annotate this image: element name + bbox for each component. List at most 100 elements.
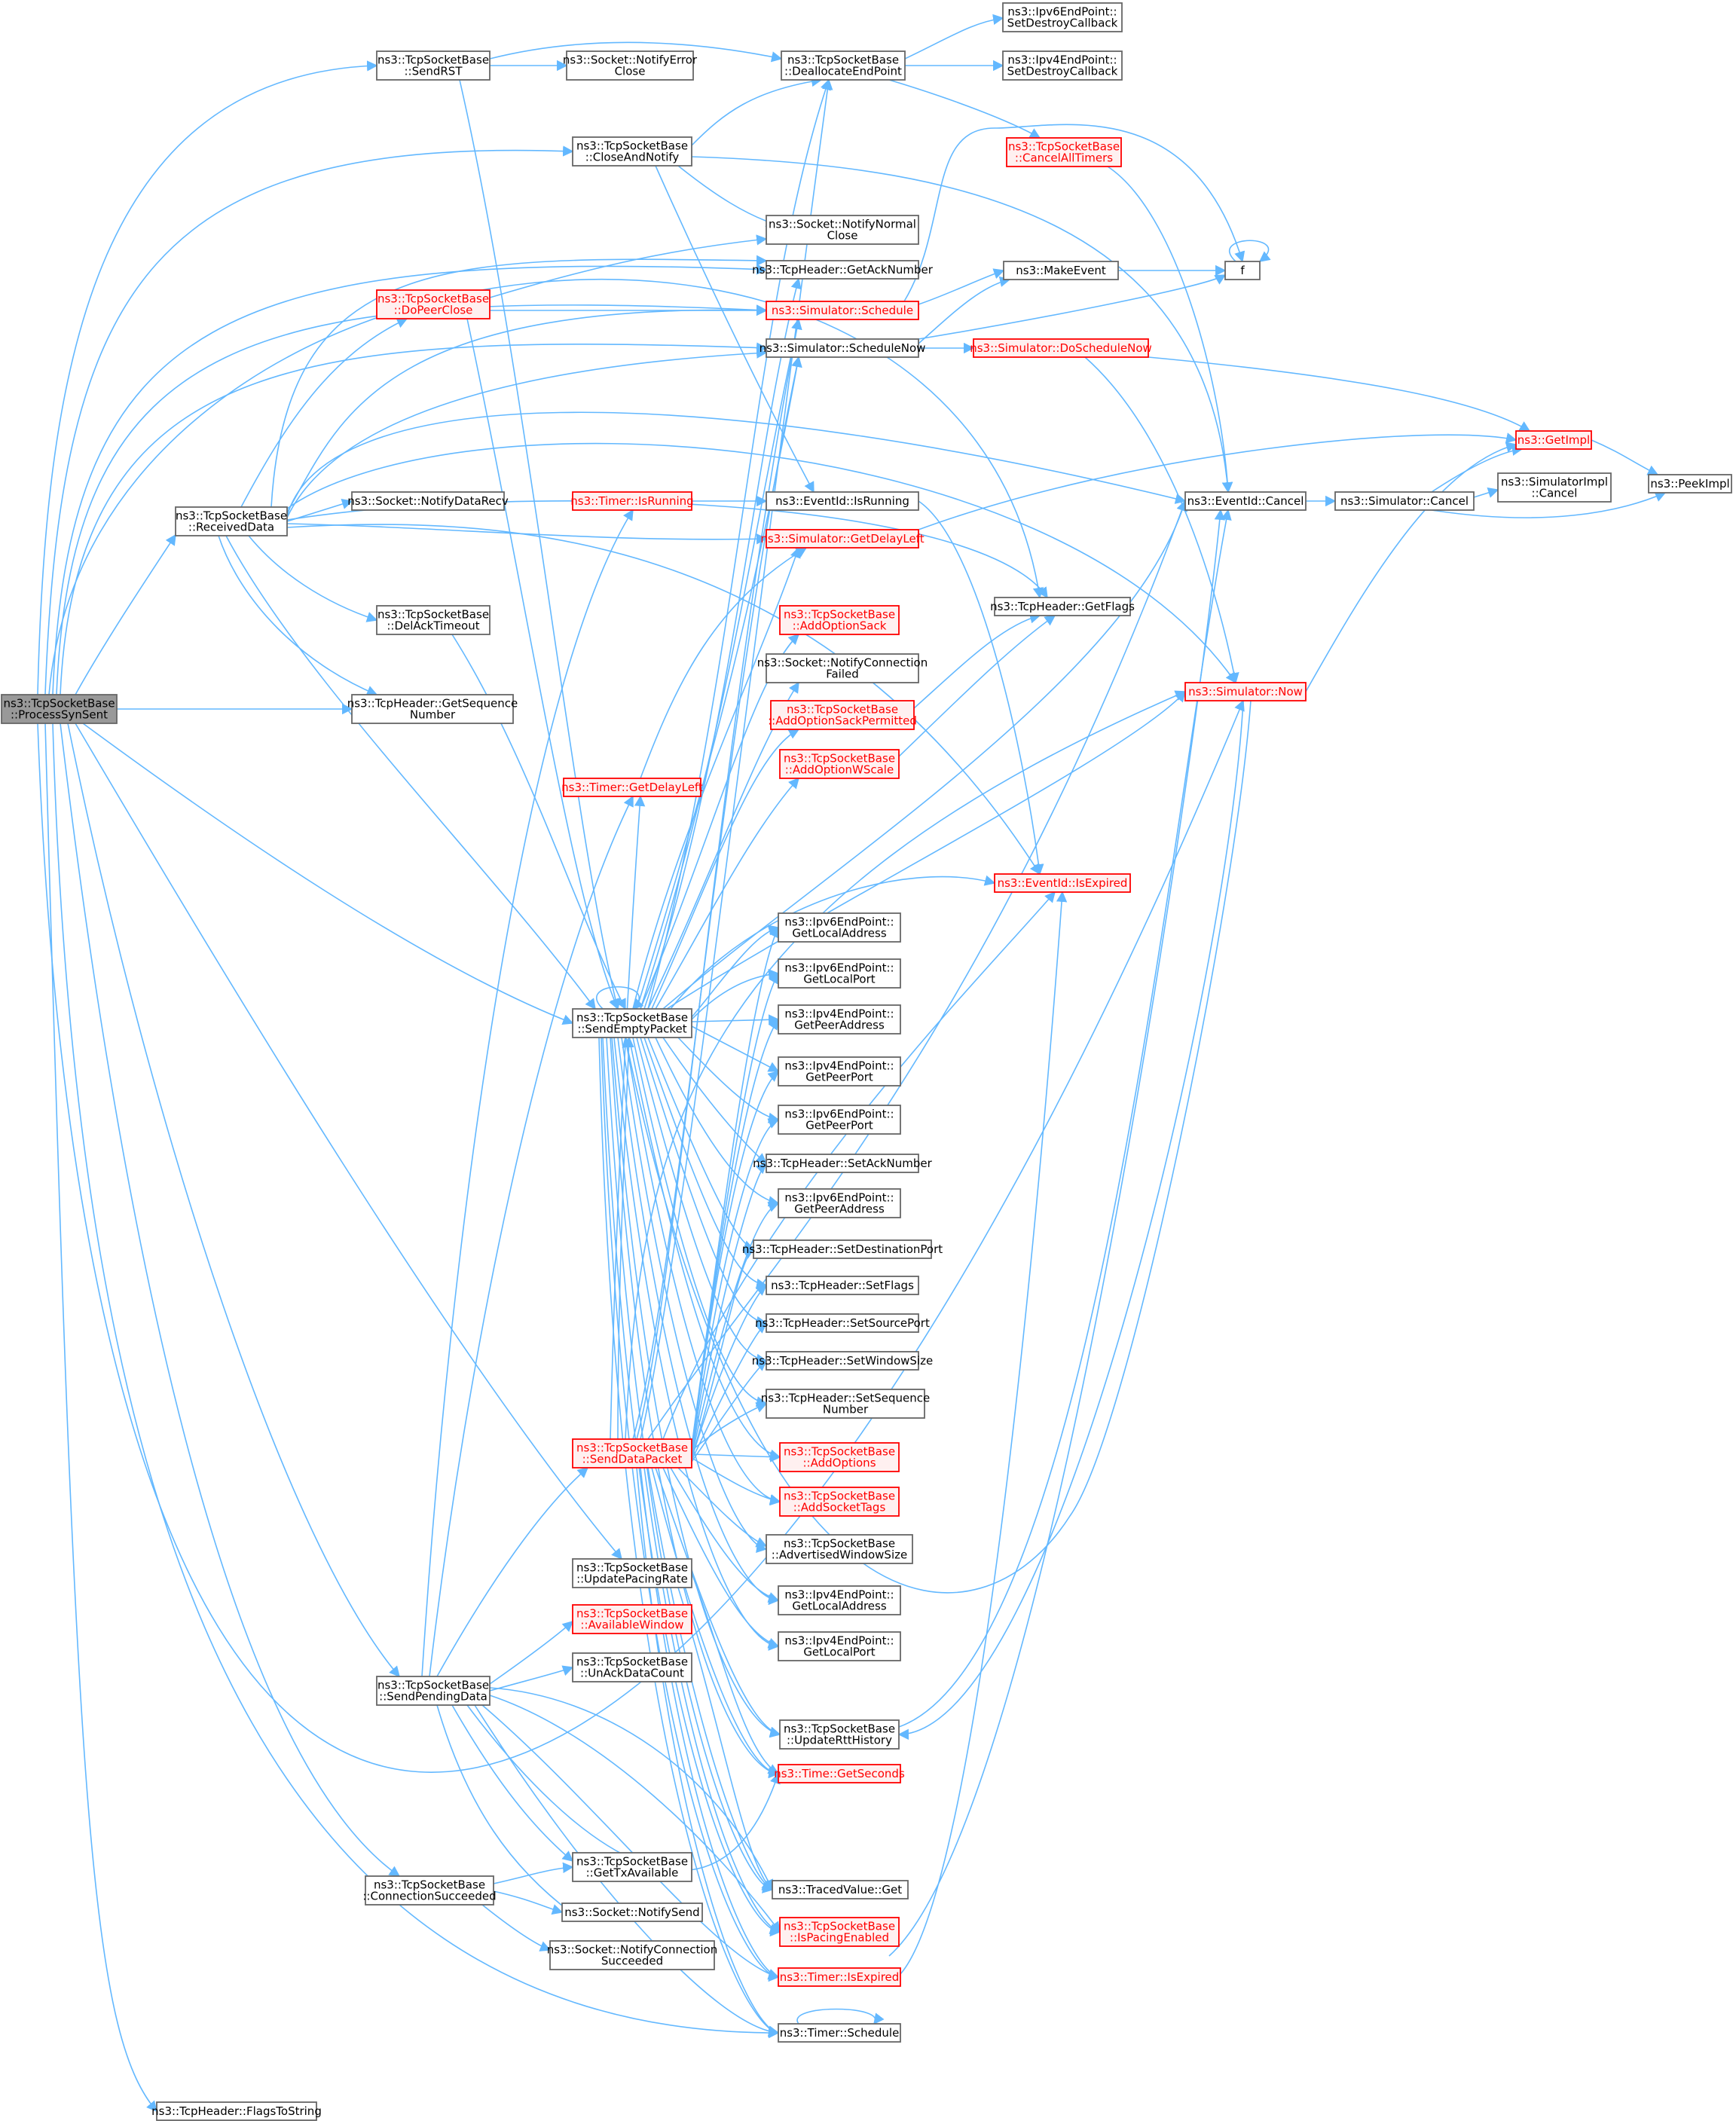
- node-label: ns3::Simulator::DoScheduleNow: [970, 341, 1152, 355]
- node-f[interactable]: f: [1224, 261, 1261, 280]
- node-sic[interactable]: ns3::SimulatorImpl::Cancel: [1497, 472, 1612, 503]
- node-i4sdc[interactable]: ns3::Ipv4EndPoint::SetDestroyCallback: [1002, 50, 1123, 81]
- node-ipe[interactable]: ns3::TcpSocketBase::IsPacingEnabled: [779, 1917, 900, 1947]
- node-scan[interactable]: ns3::Simulator::Cancel: [1334, 491, 1475, 511]
- node-gan[interactable]: ns3::TcpHeader::GetAckNumber: [752, 260, 934, 280]
- node-ast[interactable]: ns3::TcpSocketBase::AddSocketTags: [779, 1487, 900, 1517]
- node-box: [779, 1719, 900, 1750]
- edge-snow-to-gimpl: [1305, 442, 1517, 692]
- node-tgs[interactable]: ns3::Time::GetSeconds: [774, 1764, 905, 1783]
- node-uadc[interactable]: ns3::TcpSocketBase::UnAckDataCount: [572, 1652, 692, 1682]
- node-sdp[interactable]: ns3::TcpHeader::SetDestinationPort: [742, 1239, 943, 1259]
- node-label: ns3::Simulator::Cancel: [1340, 494, 1469, 508]
- node-tie[interactable]: ns3::Timer::IsExpired: [778, 1967, 901, 1987]
- node-i4gpa[interactable]: ns3::Ipv4EndPoint::GetPeerAddress: [778, 1004, 901, 1035]
- node-tgdl[interactable]: ns3::Timer::GetDelayLeft: [561, 778, 703, 797]
- node-pimpl[interactable]: ns3::PeekImpl: [1648, 474, 1732, 494]
- node-nsnd[interactable]: ns3::Socket::NotifySend: [561, 1902, 703, 1922]
- edge-sdpk-to-sfl: [691, 1285, 768, 1459]
- node-san[interactable]: ns3::TcpHeader::SetAckNumber: [753, 1154, 933, 1173]
- node-label: ns3::TcpHeader::SetSourcePort: [755, 1316, 930, 1330]
- node-ssch[interactable]: ns3::Simulator::Schedule: [766, 301, 919, 320]
- node-tir[interactable]: ns3::Timer::IsRunning: [570, 491, 694, 511]
- node-i6sdc[interactable]: ns3::Ipv6EndPoint::SetDestroyCallback: [1002, 2, 1123, 32]
- node-dep[interactable]: ns3::TcpSocketBase::DeallocateEndPoint: [781, 50, 906, 81]
- node-aow[interactable]: ns3::TcpSocketBase::AddOptionWScale: [779, 749, 900, 779]
- node-spd[interactable]: ns3::TcpSocketBase::SendPendingData: [376, 1676, 491, 1706]
- edge-gimpl-to-pimpl: [1591, 439, 1659, 475]
- node-dpc[interactable]: ns3::TcpSocketBase::DoPeerClose: [376, 289, 491, 319]
- node-snow[interactable]: ns3::Simulator::Now: [1184, 682, 1307, 701]
- node-eie[interactable]: ns3::EventId::IsExpired: [994, 873, 1131, 893]
- node-srst[interactable]: ns3::TcpSocketBase::SendRST: [376, 50, 491, 81]
- node-aosp[interactable]: ns3::TcpSocketBase::AddOptionSackPermitt…: [768, 700, 917, 730]
- node-i4gpp[interactable]: ns3::Ipv4EndPoint::GetPeerPort: [778, 1056, 901, 1086]
- node-label: GetPeerPort: [805, 1119, 873, 1132]
- edge-sdpk-to-tie: [640, 1467, 780, 1979]
- node-tvg[interactable]: ns3::TracedValue::Get: [772, 1880, 909, 1899]
- node-gfl[interactable]: ns3::TcpHeader::GetFlags: [990, 597, 1135, 616]
- node-sep[interactable]: ns3::TcpSocketBase::SendEmptyPacket: [572, 1008, 692, 1038]
- node-aopt[interactable]: ns3::TcpSocketBase::AddOptions: [779, 1442, 900, 1472]
- node-box: [561, 1902, 703, 1922]
- edge-pss-to-upr: [75, 723, 622, 1560]
- node-label: ::UpdatePacingRate: [576, 1572, 688, 1586]
- node-upr[interactable]: ns3::TcpSocketBase::UpdatePacingRate: [572, 1558, 692, 1588]
- node-ssp[interactable]: ns3::TcpHeader::SetSourcePort: [755, 1313, 930, 1333]
- node-csu[interactable]: ns3::TcpSocketBase::ConnectionSucceeded: [362, 1875, 497, 1906]
- node-ndr[interactable]: ns3::Socket::NotifyDataRecv: [347, 491, 509, 511]
- node-box: [1648, 474, 1732, 494]
- node-rd[interactable]: ns3::TcpSocketBase::ReceivedData: [175, 506, 288, 536]
- node-mke[interactable]: ns3::MakeEvent: [1003, 261, 1119, 280]
- node-sgdl[interactable]: ns3::Simulator::GetDelayLeft: [760, 529, 925, 549]
- node-sws[interactable]: ns3::TcpHeader::SetWindowSize: [752, 1351, 933, 1371]
- node-sfl[interactable]: ns3::TcpHeader::SetFlags: [766, 1276, 919, 1295]
- node-i4glp[interactable]: ns3::Ipv4EndPoint::GetLocalPort: [778, 1631, 901, 1661]
- node-box: [563, 778, 701, 797]
- node-can[interactable]: ns3::TcpSocketBase::CloseAndNotify: [572, 136, 692, 167]
- node-box: [572, 1558, 692, 1588]
- node-sdpk[interactable]: ns3::TcpSocketBase::SendDataPacket: [572, 1438, 692, 1469]
- node-aws[interactable]: ns3::TcpSocketBase::AdvertisedWindowSize: [766, 1534, 913, 1564]
- node-label: ns3::TcpSocketBase: [377, 1679, 489, 1692]
- edge-cat-to-ec: [1107, 166, 1233, 494]
- node-ssn[interactable]: ns3::Simulator::ScheduleNow: [760, 338, 926, 358]
- edge-sep-to-aow: [655, 777, 799, 1010]
- edge-spd-to-ipe: [489, 1695, 781, 1933]
- node-gtxa[interactable]: ns3::TcpSocketBase::GetTxAvailable: [572, 1852, 692, 1882]
- edge-sep-to-ssp: [640, 1037, 768, 1328]
- node-box: [766, 338, 919, 358]
- node-i6gpp[interactable]: ns3::Ipv6EndPoint::GetPeerPort: [778, 1105, 901, 1135]
- edge-sdpk-to-i4gpp: [691, 1071, 780, 1452]
- edge-sep-to-snow: [666, 690, 1186, 1010]
- node-i6glp[interactable]: ns3::Ipv6EndPoint::GetLocalPort: [778, 958, 901, 989]
- node-avw[interactable]: ns3::TcpSocketBase::AvailableWindow: [572, 1604, 692, 1634]
- node-i6gla[interactable]: ns3::Ipv6EndPoint::GetLocalAddress: [778, 912, 901, 943]
- node-eir[interactable]: ns3::EventId::IsRunning: [766, 491, 919, 511]
- edge-sdpk-to-tgdl: [610, 795, 646, 1440]
- node-dat[interactable]: ns3::TcpSocketBase::DelAckTimeout: [376, 605, 491, 635]
- node-tsch[interactable]: ns3::Timer::Schedule: [778, 2023, 901, 2043]
- node-i4gla[interactable]: ns3::Ipv4EndPoint::GetLocalAddress: [778, 1585, 901, 1615]
- node-box: [766, 215, 919, 245]
- node-urh[interactable]: ns3::TcpSocketBase::UpdateRttHistory: [779, 1719, 900, 1750]
- node-aos[interactable]: ns3::TcpSocketBase::AddOptionSack: [779, 605, 900, 635]
- node-pss[interactable]: ns3::TcpSocketBase::ProcessSynSent: [1, 694, 118, 724]
- node-dsn[interactable]: ns3::Simulator::DoScheduleNow: [970, 338, 1152, 358]
- node-label: Close: [827, 229, 858, 243]
- node-fts[interactable]: ns3::TcpHeader::FlagsToString: [151, 2101, 322, 2121]
- edge-sdpk-to-urh: [655, 1467, 781, 1737]
- node-label: ::DeallocateEndPoint: [784, 65, 902, 78]
- node-ec[interactable]: ns3::EventId::Cancel: [1184, 491, 1307, 511]
- node-cat[interactable]: ns3::TcpSocketBase::CancelAllTimers: [1006, 137, 1122, 167]
- node-i6gpa[interactable]: ns3::Ipv6EndPoint::GetPeerAddress: [778, 1188, 901, 1218]
- node-label: ns3::TcpSocketBase: [3, 697, 115, 711]
- node-label: ::Cancel: [1532, 487, 1578, 500]
- node-gimpl[interactable]: ns3::GetImpl: [1515, 430, 1592, 450]
